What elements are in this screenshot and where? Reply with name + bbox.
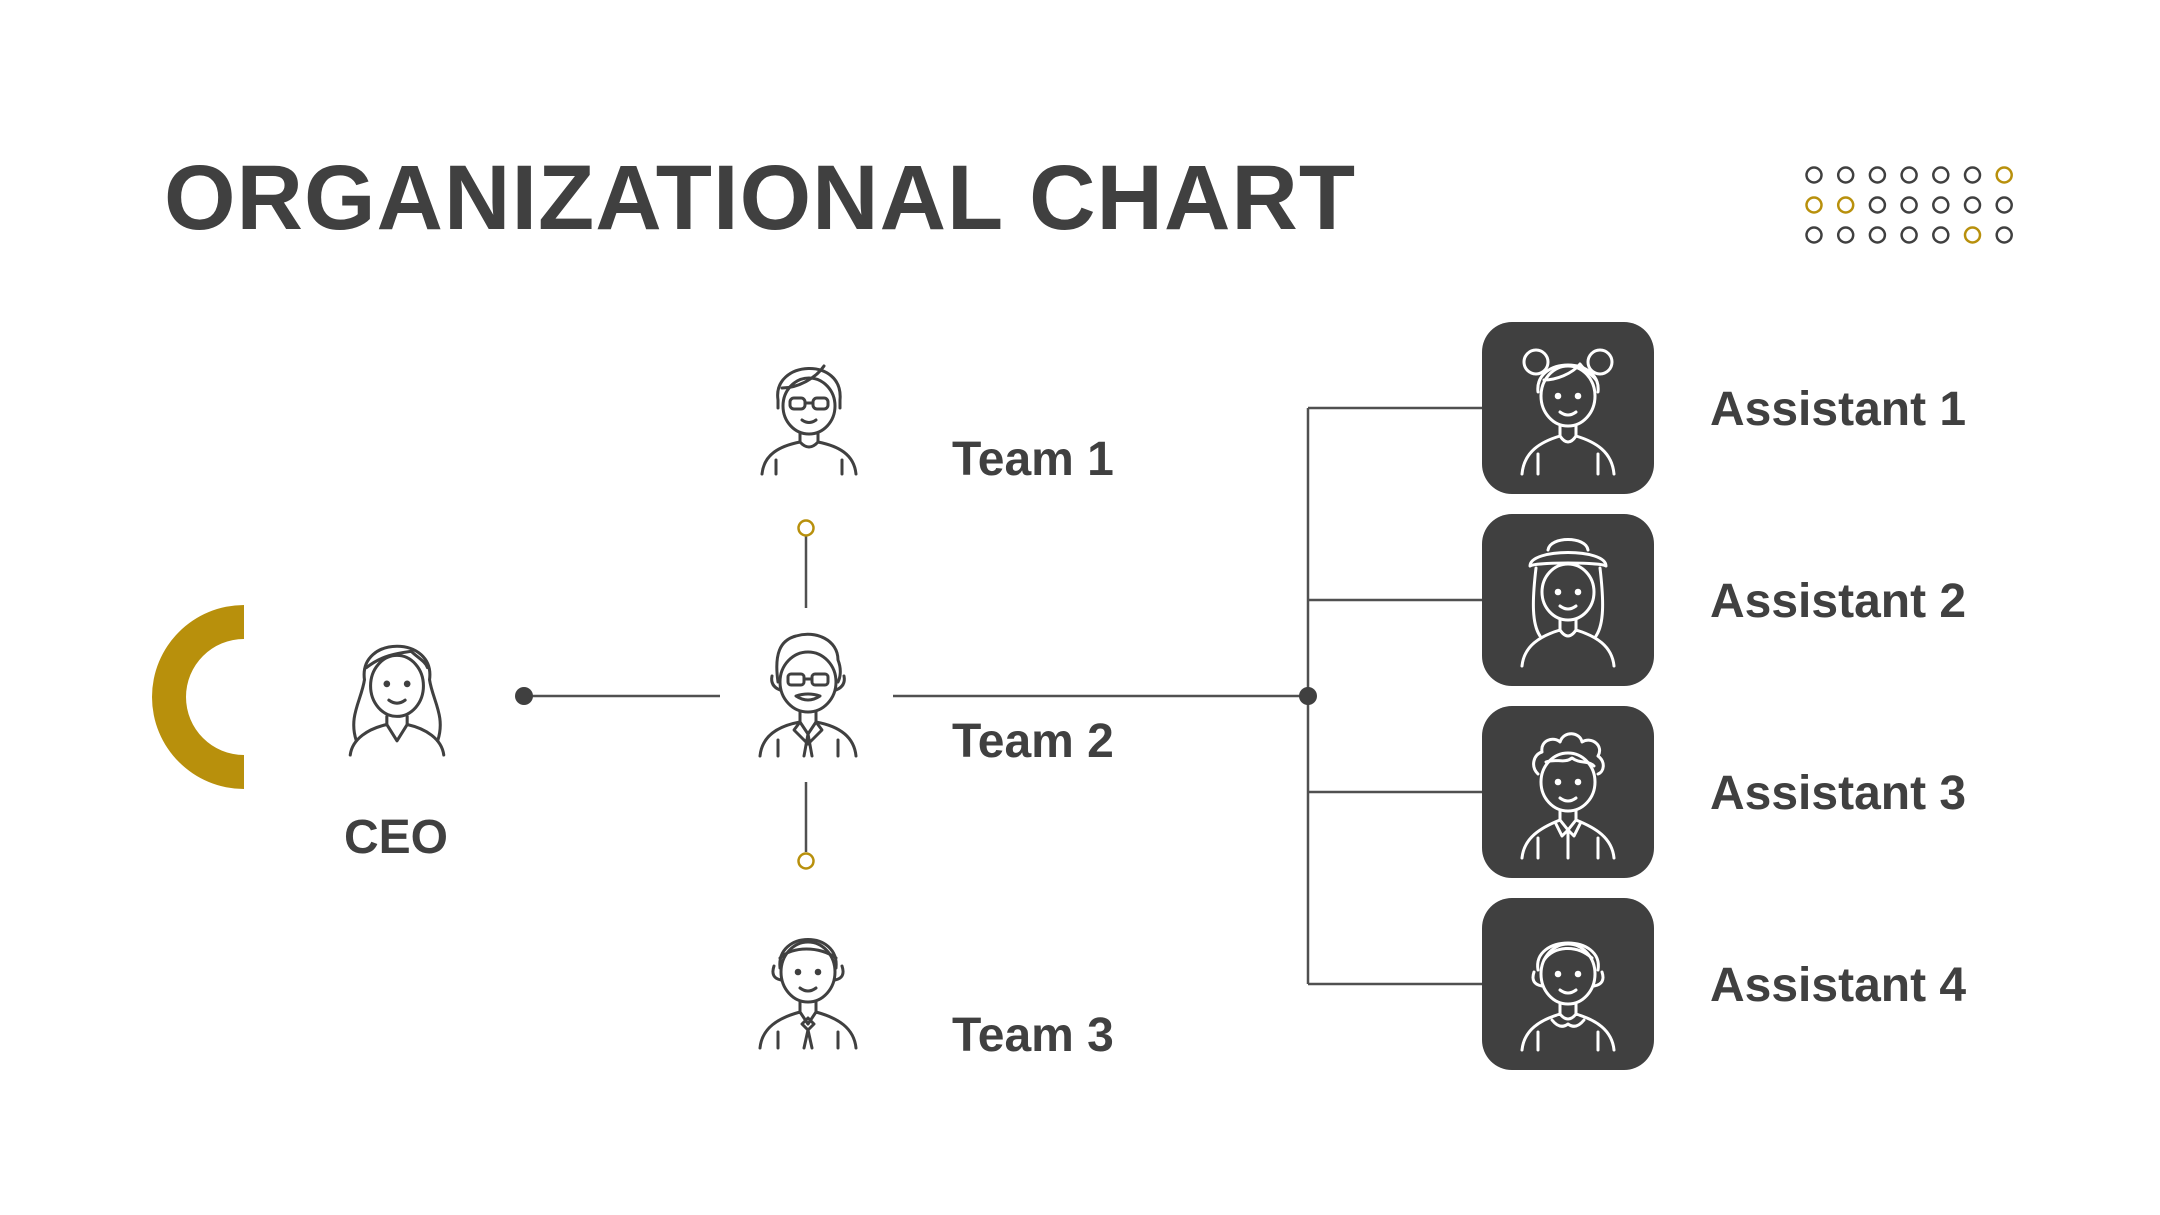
decorative-dot [1805,226,1823,244]
decorative-dot [1868,166,1887,184]
decorative-dot [1805,196,1823,214]
team2-label: Team 2 [952,715,1114,768]
woman-glasses-icon [760,364,858,476]
assistant4-label: Assistant 4 [1710,959,1967,1012]
woman-hat-icon [1520,538,1616,668]
decorative-dot [1963,226,1982,244]
assistant4-avatar-tile [1482,898,1654,1070]
girl-buns-icon [1520,348,1616,476]
decorative-dot [1932,226,1950,244]
decorative-dot [1932,196,1950,214]
team1-label: Team 1 [952,433,1114,486]
accent-arc-shape [152,605,244,789]
decorative-dot [1995,226,2013,244]
decorative-dot [1900,166,1918,184]
woman-bun-icon [1520,941,1616,1052]
decorative-dot [1995,196,2013,214]
bald-man-glasses-icon [758,632,858,758]
decorative-dot [1963,196,1982,214]
assistant2-label: Assistant 2 [1710,575,1967,628]
decorative-dot [1868,196,1887,214]
assistant1-label: Assistant 1 [1710,383,1967,436]
assistant2-avatar-tile [1482,514,1654,686]
decorative-dot [1836,196,1855,214]
team3-connector-ring [797,852,815,870]
page-title: ORGANIZATIONAL CHART [164,147,1357,249]
decorative-dot [1868,226,1887,244]
ceo-label: CEO [344,811,449,864]
woman-long-hair-icon [348,644,446,757]
decorative-dot [1836,166,1855,184]
team1-connector-ring [797,519,815,537]
decorative-dot [1995,166,2013,184]
man-suit-icon [758,938,858,1050]
boy-curly-hair-icon [1520,732,1616,860]
ceo-connector-dot [515,687,533,705]
decorative-dot [1963,166,1982,184]
assistant3-label: Assistant 3 [1710,767,1967,820]
decorative-dot [1836,226,1855,244]
decorative-dot [1805,166,1823,184]
decorative-dot [1932,166,1950,184]
team3-label: Team 3 [952,1009,1114,1062]
decorative-dot [1900,226,1918,244]
assistant1-avatar-tile [1482,322,1654,494]
decorative-dot [1900,196,1918,214]
junction-dot [1299,687,1317,705]
